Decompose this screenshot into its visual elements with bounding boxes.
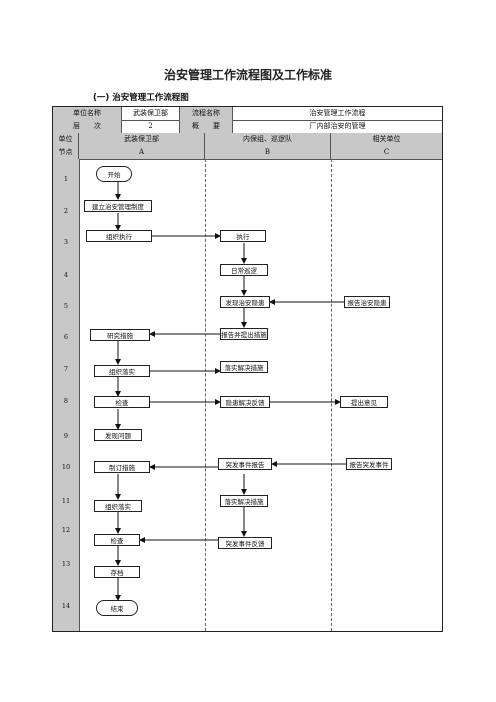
process-name-value: 治安管理工作流程 [309,109,366,117]
unit-name-value: 武装保卫部 [122,107,180,120]
row-number-12: 12 [61,526,71,534]
row-number-5: 5 [63,302,69,310]
row-number-3: 3 [63,238,69,246]
row-number-1: 1 [63,175,69,183]
summary-value: 厂内部治安的管理 [309,122,366,130]
flowchart-table: 单位名称 武装保卫部 流程名称 治安管理工作流程 层 次 2 概 要 厂内部治安… [52,106,443,632]
node-a10-formulate-measures: 制订措施 [94,461,150,473]
node-a8-inspect: 检查 [94,396,150,408]
row-number-2: 2 [63,207,69,215]
node-a11-organize-implementation: 组织落实 [94,500,142,512]
row-number-11: 11 [61,497,71,505]
col-a-unit: 武装保卫部 [79,133,205,146]
end-node: 结束 [96,600,138,616]
unit-name-label: 单位名称 [53,107,122,120]
row-number-13: 13 [61,560,71,568]
row-number-6: 6 [63,333,69,341]
unit-label: 单位 [53,133,79,146]
node-a6-study-measures: 研究措施 [90,329,150,341]
node-a9-find-problems: 发现问题 [94,429,142,441]
start-node: 开始 [96,166,132,182]
section-subtitle: (一) 治安管理工作流程图 [93,93,189,103]
node-a2-establish-rules: 建立治安管理制度 [84,200,152,212]
row-number-8: 8 [63,397,69,405]
node-label: 节点 [53,146,79,159]
node-a3-organize-execution: 组织执行 [86,230,152,242]
row-number-10: 10 [61,463,71,471]
node-c10-report-emergency: 报告突发事件 [346,458,392,470]
level-value: 2 [122,120,180,133]
row-number-14: 14 [61,602,71,610]
summary-label: 概 要 [180,120,233,133]
row-number-4: 4 [63,271,69,279]
node-number-column [53,159,80,631]
level-label: 层 次 [53,120,122,133]
header-row-nodes: 节点 A B C [53,146,442,160]
page-title: 治安管理工作流程图及工作标准 [163,68,332,82]
node-b3-execute: 执行 [220,230,266,242]
node-b11-implement-solution: 落实解决措施 [220,495,268,507]
lane-divider-bc [331,159,332,631]
node-a13-archive: 存档 [94,566,140,578]
node-b7-implement-solution: 落实解决措施 [220,361,268,373]
node-b8-hazard-feedback: 隐患解决反馈 [220,396,270,408]
header-row-1: 单位名称 武装保卫部 流程名称 治安管理工作流程 [53,107,442,121]
row-number-9: 9 [63,432,69,440]
node-b6-report-measures: 报告并提出措施 [220,328,268,340]
node-a12-inspect: 检查 [94,534,140,546]
col-b-unit: 内保组、巡逻队 [205,133,331,146]
node-b5-find-hazard: 发现治安隐患 [220,296,270,308]
header-row-2: 层 次 2 概 要 厂内部治安的管理 [53,120,442,134]
node-b4-daily-patrol: 日常巡逻 [220,264,268,276]
col-c-unit: 相关单位 [372,135,401,143]
col-b-label: B [205,146,331,159]
node-b10-emergency-report: 突发事件报告 [218,458,272,470]
node-c8-give-opinion: 提出意见 [340,396,388,408]
process-name-label: 流程名称 [180,107,233,120]
lane-divider-ab [205,159,206,631]
node-b12-emergency-feedback: 突发事件反馈 [218,537,272,549]
row-number-7: 7 [63,365,69,373]
col-a-label: A [79,146,205,159]
node-c5-report-hazard: 报告治安隐患 [344,296,390,308]
col-c-label: C [383,148,390,156]
node-a7-organize-implementation: 组织落实 [94,365,150,377]
